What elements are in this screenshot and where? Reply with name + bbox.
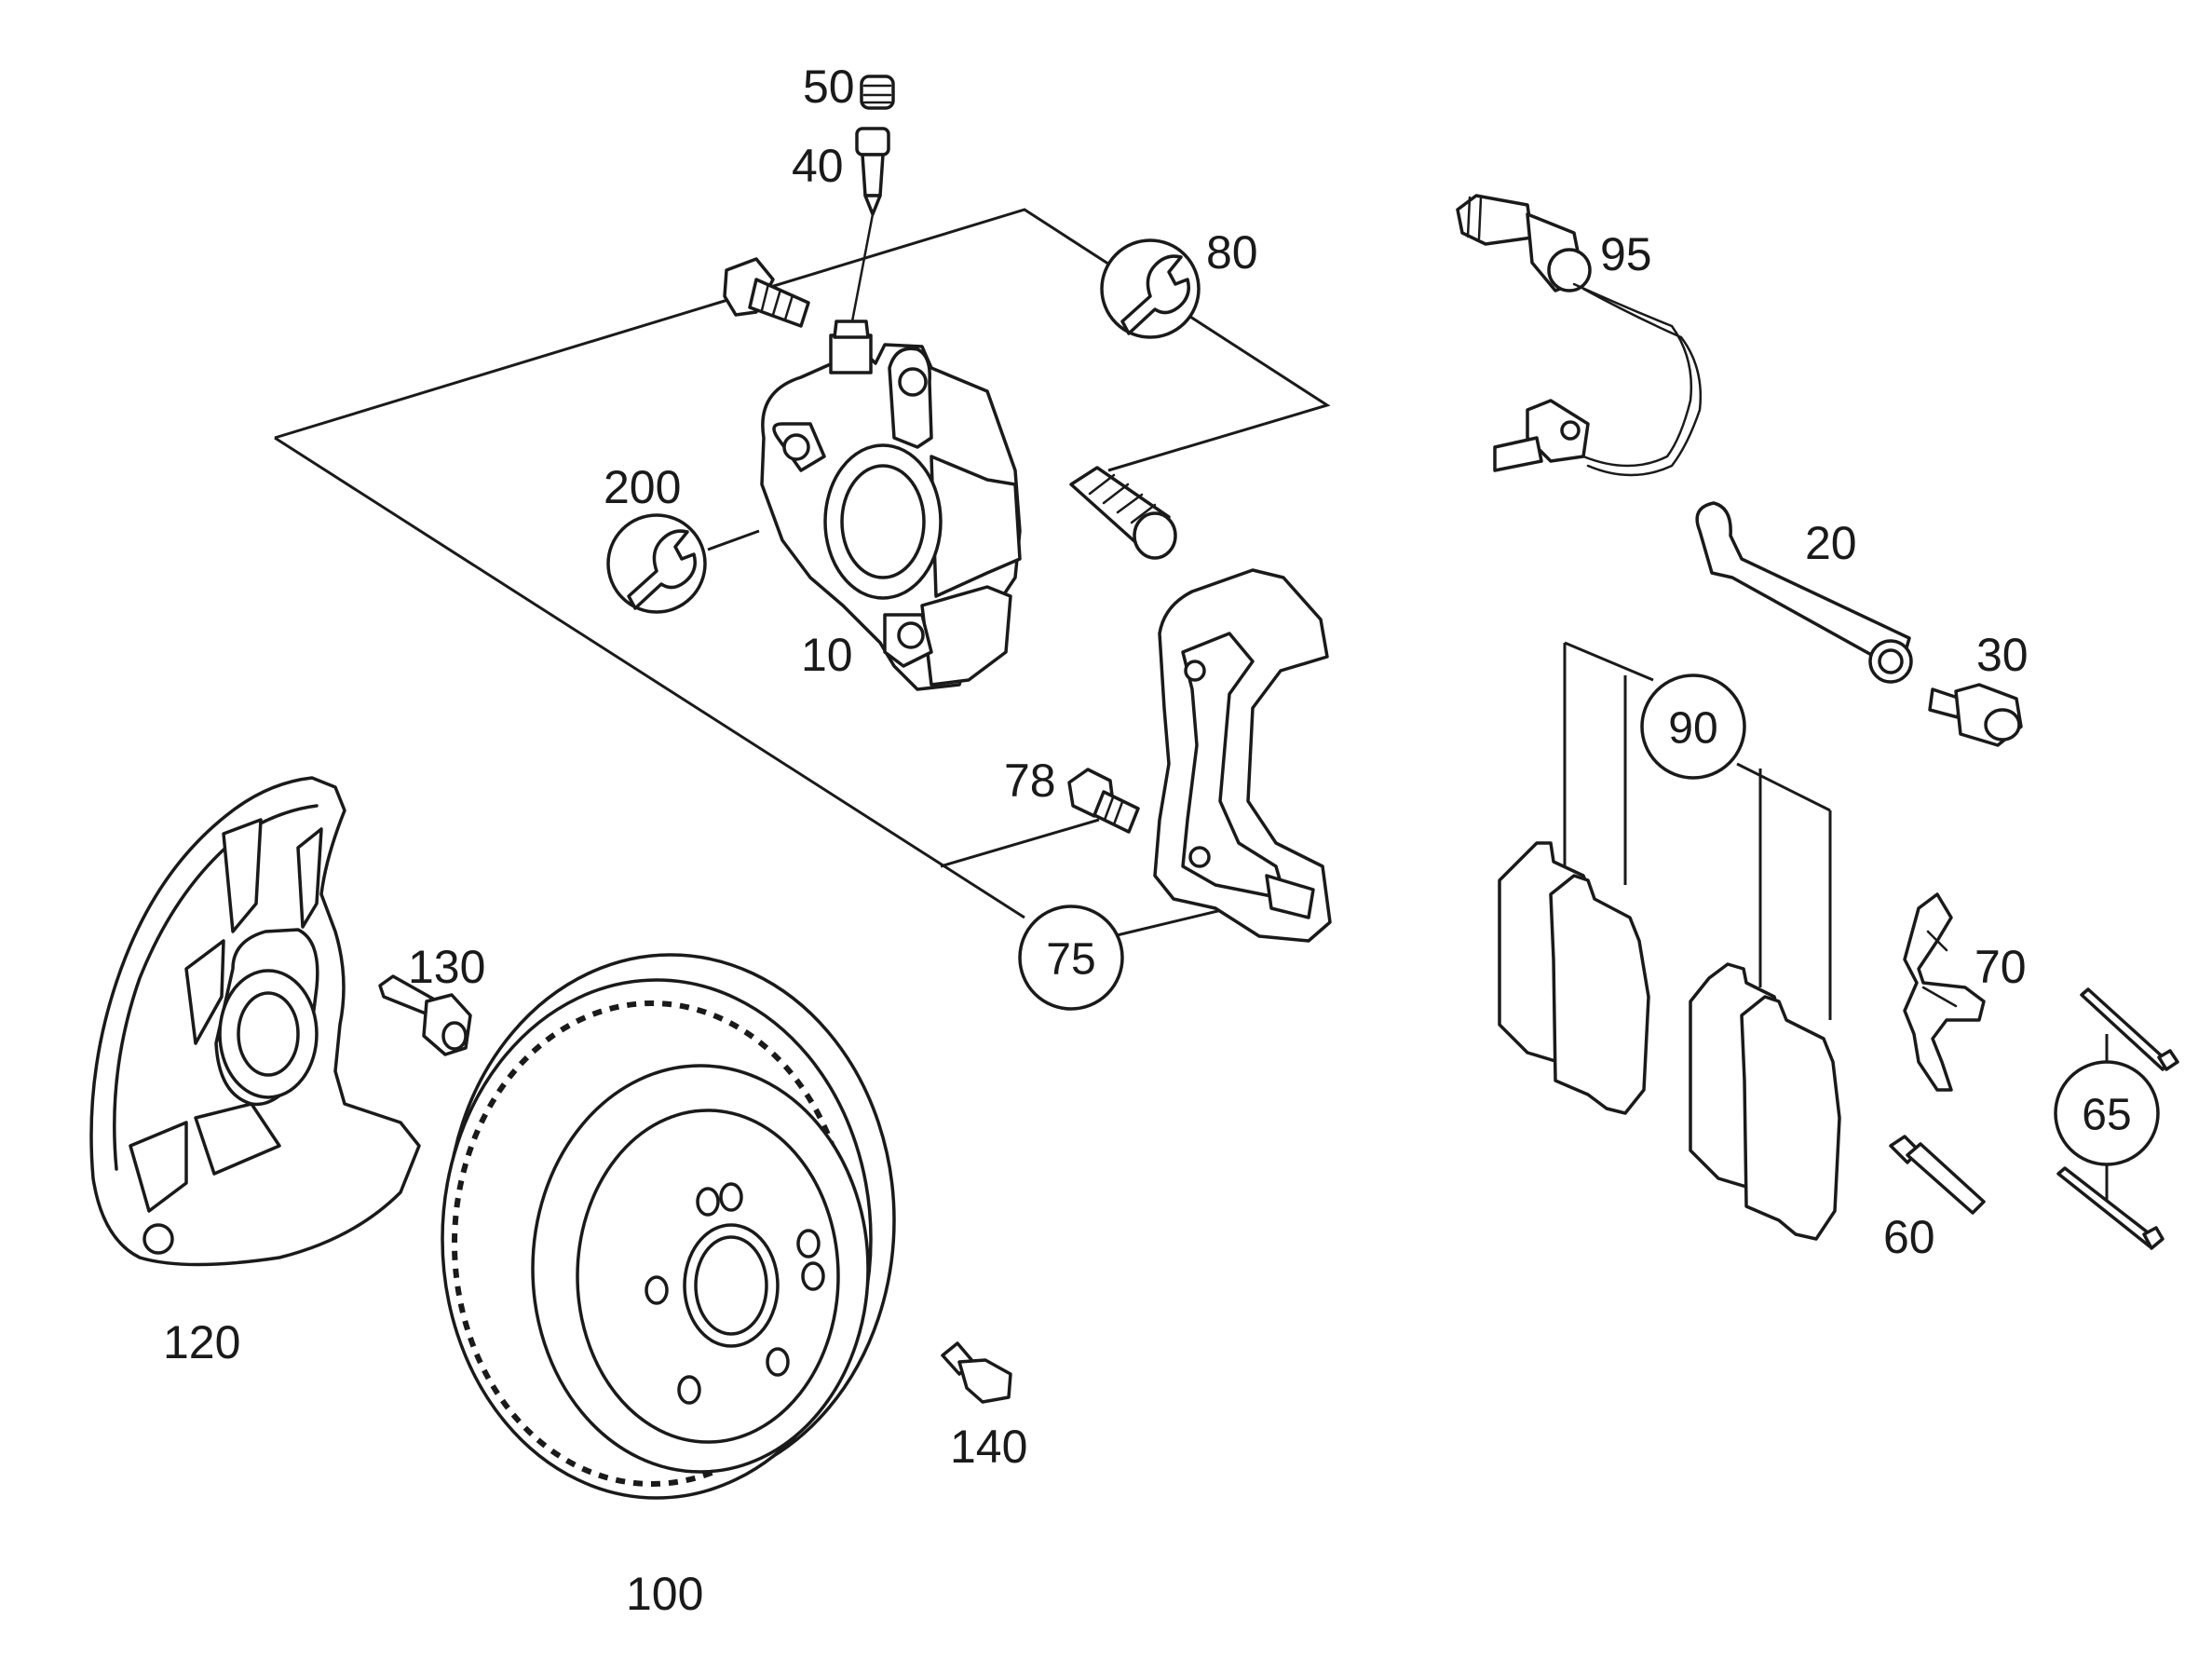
label-20: 20: [1805, 517, 1857, 569]
label-30: 30: [1976, 629, 2029, 681]
label-90: 90: [1668, 704, 1717, 754]
label-100: 100: [626, 1568, 703, 1620]
part-95-wear-sensor: [1456, 194, 1703, 477]
part-70-spring-clip: [1903, 892, 1986, 1092]
part-65-retaining-pins: [2056, 987, 2179, 1250]
label-120: 120: [163, 1316, 240, 1368]
part-120-splash-shield: [89, 776, 421, 1267]
part-20-guide-pin: [1695, 501, 1913, 684]
caliper-bolt-upper: [723, 257, 810, 328]
torque-symbol-80: [1100, 238, 1201, 339]
callout-circle-75: 75: [1018, 905, 1124, 1011]
label-78: 78: [1004, 755, 1056, 807]
label-200: 200: [604, 461, 681, 513]
label-95: 95: [1600, 228, 1652, 280]
part-140-screw: [941, 1341, 1012, 1404]
wrench-icon: [627, 529, 697, 610]
wrench-icon: [1120, 254, 1190, 335]
part-10-caliper: [760, 320, 1022, 691]
part-90-brake-pads: [1498, 641, 1841, 1241]
label-60: 60: [1883, 1211, 1935, 1263]
torque-symbol-200: [606, 513, 707, 614]
part-50-bleeder-cap: [860, 75, 895, 110]
label-130: 130: [408, 941, 485, 993]
part-130-bolt: [378, 974, 472, 1056]
caliper-guide-sleeve: [1069, 466, 1177, 560]
label-50: 50: [803, 61, 855, 113]
part-60-pin: [1889, 1135, 1986, 1215]
label-80: 80: [1206, 226, 1258, 279]
callout-circle-65: 65: [2054, 1060, 2160, 1166]
part-75-caliper-bracket: [1153, 568, 1332, 943]
callout-circle-90: 90: [1640, 674, 1746, 780]
label-75: 75: [1046, 935, 1095, 985]
label-70: 70: [1975, 941, 2027, 993]
part-30-bolt: [1928, 683, 2023, 747]
label-10: 10: [801, 629, 853, 681]
part-78-bracket-bolt: [1067, 768, 1140, 834]
label-65: 65: [2082, 1091, 2131, 1140]
label-40: 40: [792, 140, 844, 192]
label-140: 140: [950, 1421, 1027, 1473]
part-100-brake-disc: [441, 953, 896, 1500]
part-40-bleeder-screw: [850, 127, 890, 323]
